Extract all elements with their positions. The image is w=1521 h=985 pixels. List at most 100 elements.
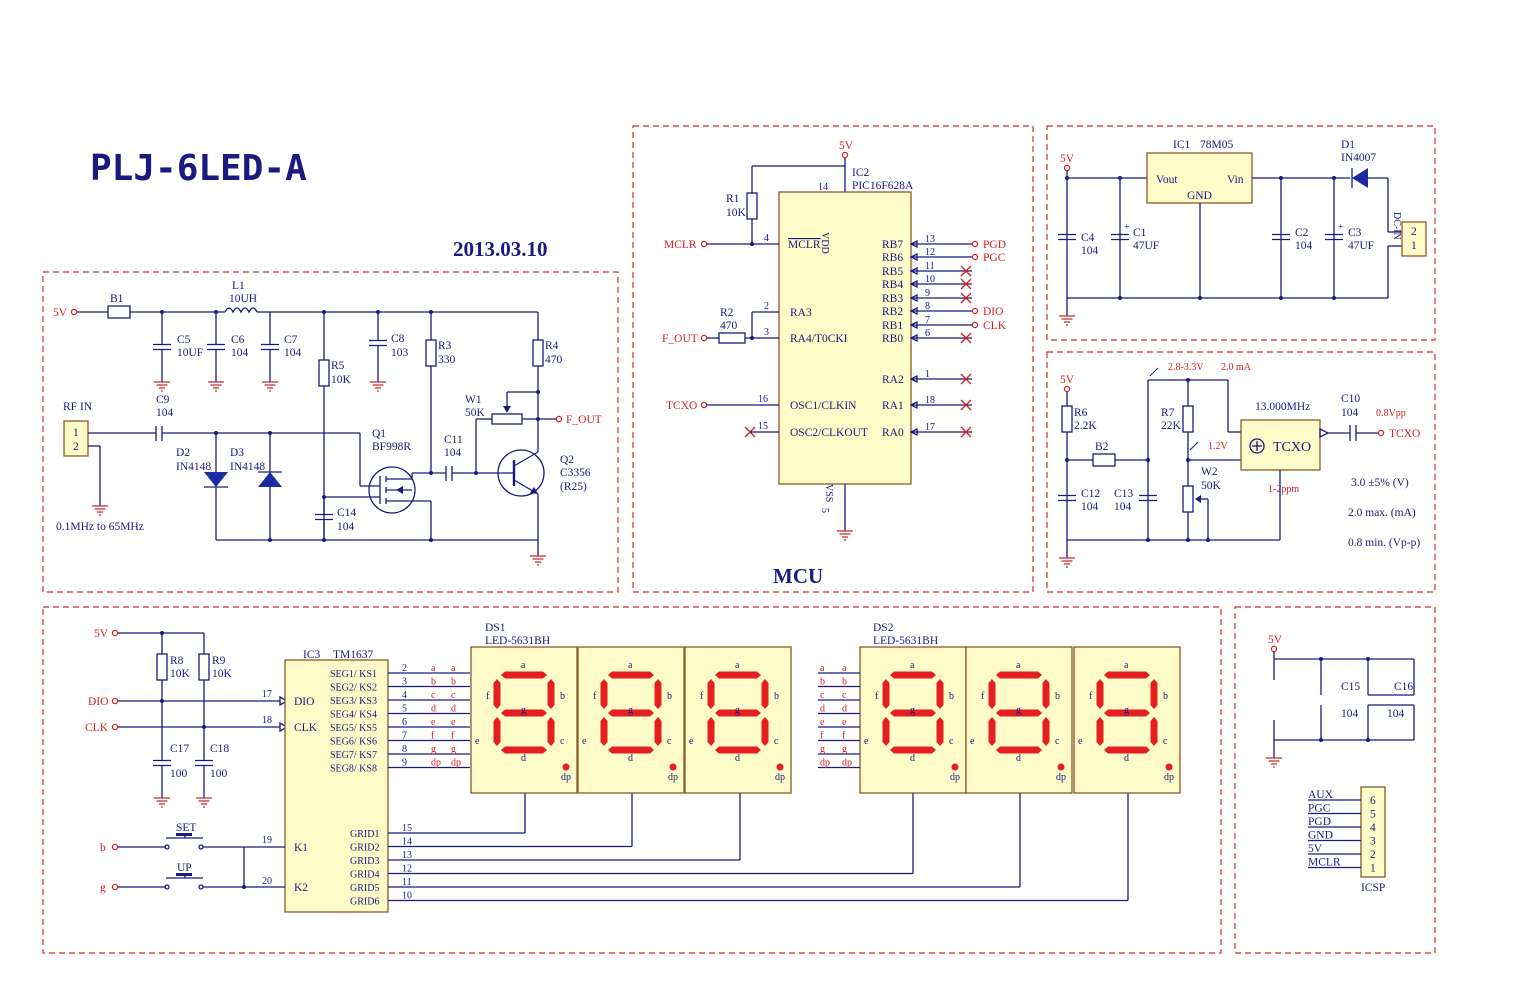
pin-number: 7 (925, 315, 930, 326)
pin-number: 8 (925, 301, 930, 312)
ds2-seg-net-b: f (842, 731, 846, 742)
seg-net-ds: c (451, 690, 456, 701)
resistor-r6 (1061, 405, 1073, 433)
segment-b (936, 679, 944, 709)
label-d: d (1124, 753, 1129, 764)
r5-label: R5 (331, 360, 345, 372)
q1-label: Q1 (372, 428, 386, 440)
segment-c (936, 717, 944, 746)
label-c: c (1055, 736, 1060, 747)
display-5v-label: 5V (94, 628, 109, 640)
label-dp: dp (561, 772, 571, 783)
c3-value: 47UF (1348, 240, 1374, 252)
rf-input-section: 5V B1 L1 10UH C5 10UF C6 104 C7 1 (53, 280, 602, 566)
pin-name: SEG7/ KS7 (330, 750, 377, 761)
pin-name: 5V (1308, 843, 1323, 855)
f-out-label: F_OUT (566, 414, 602, 426)
seven-segment-digits: abcdefgdpabcdefgdpabcdefgdpabcdefgdpabcd… (470, 646, 1181, 794)
pin-name: RB1 (882, 320, 903, 332)
pin-name: RA2 (882, 374, 904, 386)
transistor-q2 (497, 449, 545, 497)
label-e: e (582, 736, 587, 747)
pin-name: PGD (1308, 816, 1331, 828)
seg-net-ds: a (451, 663, 456, 674)
segment-g (1104, 709, 1150, 717)
segment-b (761, 679, 769, 709)
d3-value: IN4148 (230, 461, 265, 473)
label-e: e (864, 736, 869, 747)
label-c: c (560, 736, 565, 747)
ic3-dio-pin: DIO (294, 696, 314, 708)
c6-value: 104 (231, 347, 249, 359)
mclr-pin-number: 4 (764, 233, 769, 244)
label-g: g (1124, 705, 1129, 716)
c16-label: C16 (1394, 681, 1413, 693)
vdd-pin-number: 14 (818, 182, 828, 193)
c14-label: C14 (337, 507, 356, 519)
segment-a (501, 671, 547, 679)
ic3-k2-pin: K2 (294, 882, 308, 894)
label-a: a (1016, 660, 1021, 671)
ds2-seg-net-b: c (842, 690, 847, 701)
seg-net: g (431, 744, 436, 755)
resistor-r8 (156, 653, 168, 681)
c1-value: 47UF (1133, 240, 1159, 252)
label-dp: dp (775, 772, 785, 783)
segment-c (1150, 717, 1158, 746)
pin-name: GRID6 (350, 897, 379, 908)
mclr-net-label: MCLR (664, 239, 697, 251)
tcxo-spec-voltage: 3.0 ±5% (V) (1351, 477, 1409, 489)
resistor-r3 (425, 339, 437, 367)
b1-label: B1 (110, 293, 124, 305)
c12-value: 104 (1081, 501, 1099, 513)
c3-label: C3 (1348, 227, 1362, 239)
w2-label: W2 (1201, 466, 1218, 478)
pin-number: 12 (402, 864, 412, 875)
pin-number: 1 (925, 369, 930, 380)
pin-name: RB4 (882, 279, 903, 291)
pin-name: SEG8/ KS8 (330, 764, 377, 775)
ra3-pin-name: RA3 (790, 307, 812, 319)
segment-dp (951, 763, 959, 771)
seg-net-ds: f (451, 731, 455, 742)
resistor-r5 (318, 359, 330, 387)
segment-f (988, 679, 996, 709)
ra3-pin-number: 2 (764, 301, 769, 312)
segment-e (600, 717, 608, 746)
segment-d (608, 746, 654, 754)
pin-name: GND (1308, 830, 1333, 842)
r4-label: R4 (545, 340, 559, 352)
segment-e (707, 717, 715, 746)
segment-b (547, 679, 555, 709)
label-a: a (628, 660, 633, 671)
label-b: b (560, 691, 565, 702)
ds2-seg-net: f (820, 731, 824, 742)
w2-value: 50K (1201, 480, 1222, 492)
set-button-label: SET (176, 822, 196, 834)
label-b: b (774, 691, 779, 702)
label-c: c (949, 736, 954, 747)
c17-value: 100 (170, 768, 188, 780)
pin-name: SEG3/ KS3 (330, 696, 377, 707)
pin-number: 10 (402, 891, 412, 902)
segment-dp (562, 763, 570, 771)
label-f: f (700, 691, 704, 702)
pin-name: RB3 (882, 293, 903, 305)
pin-number: 3 (402, 677, 407, 688)
label-e: e (1078, 736, 1083, 747)
r3-value: 330 (438, 354, 456, 366)
label-g: g (910, 705, 915, 716)
label-a: a (735, 660, 740, 671)
